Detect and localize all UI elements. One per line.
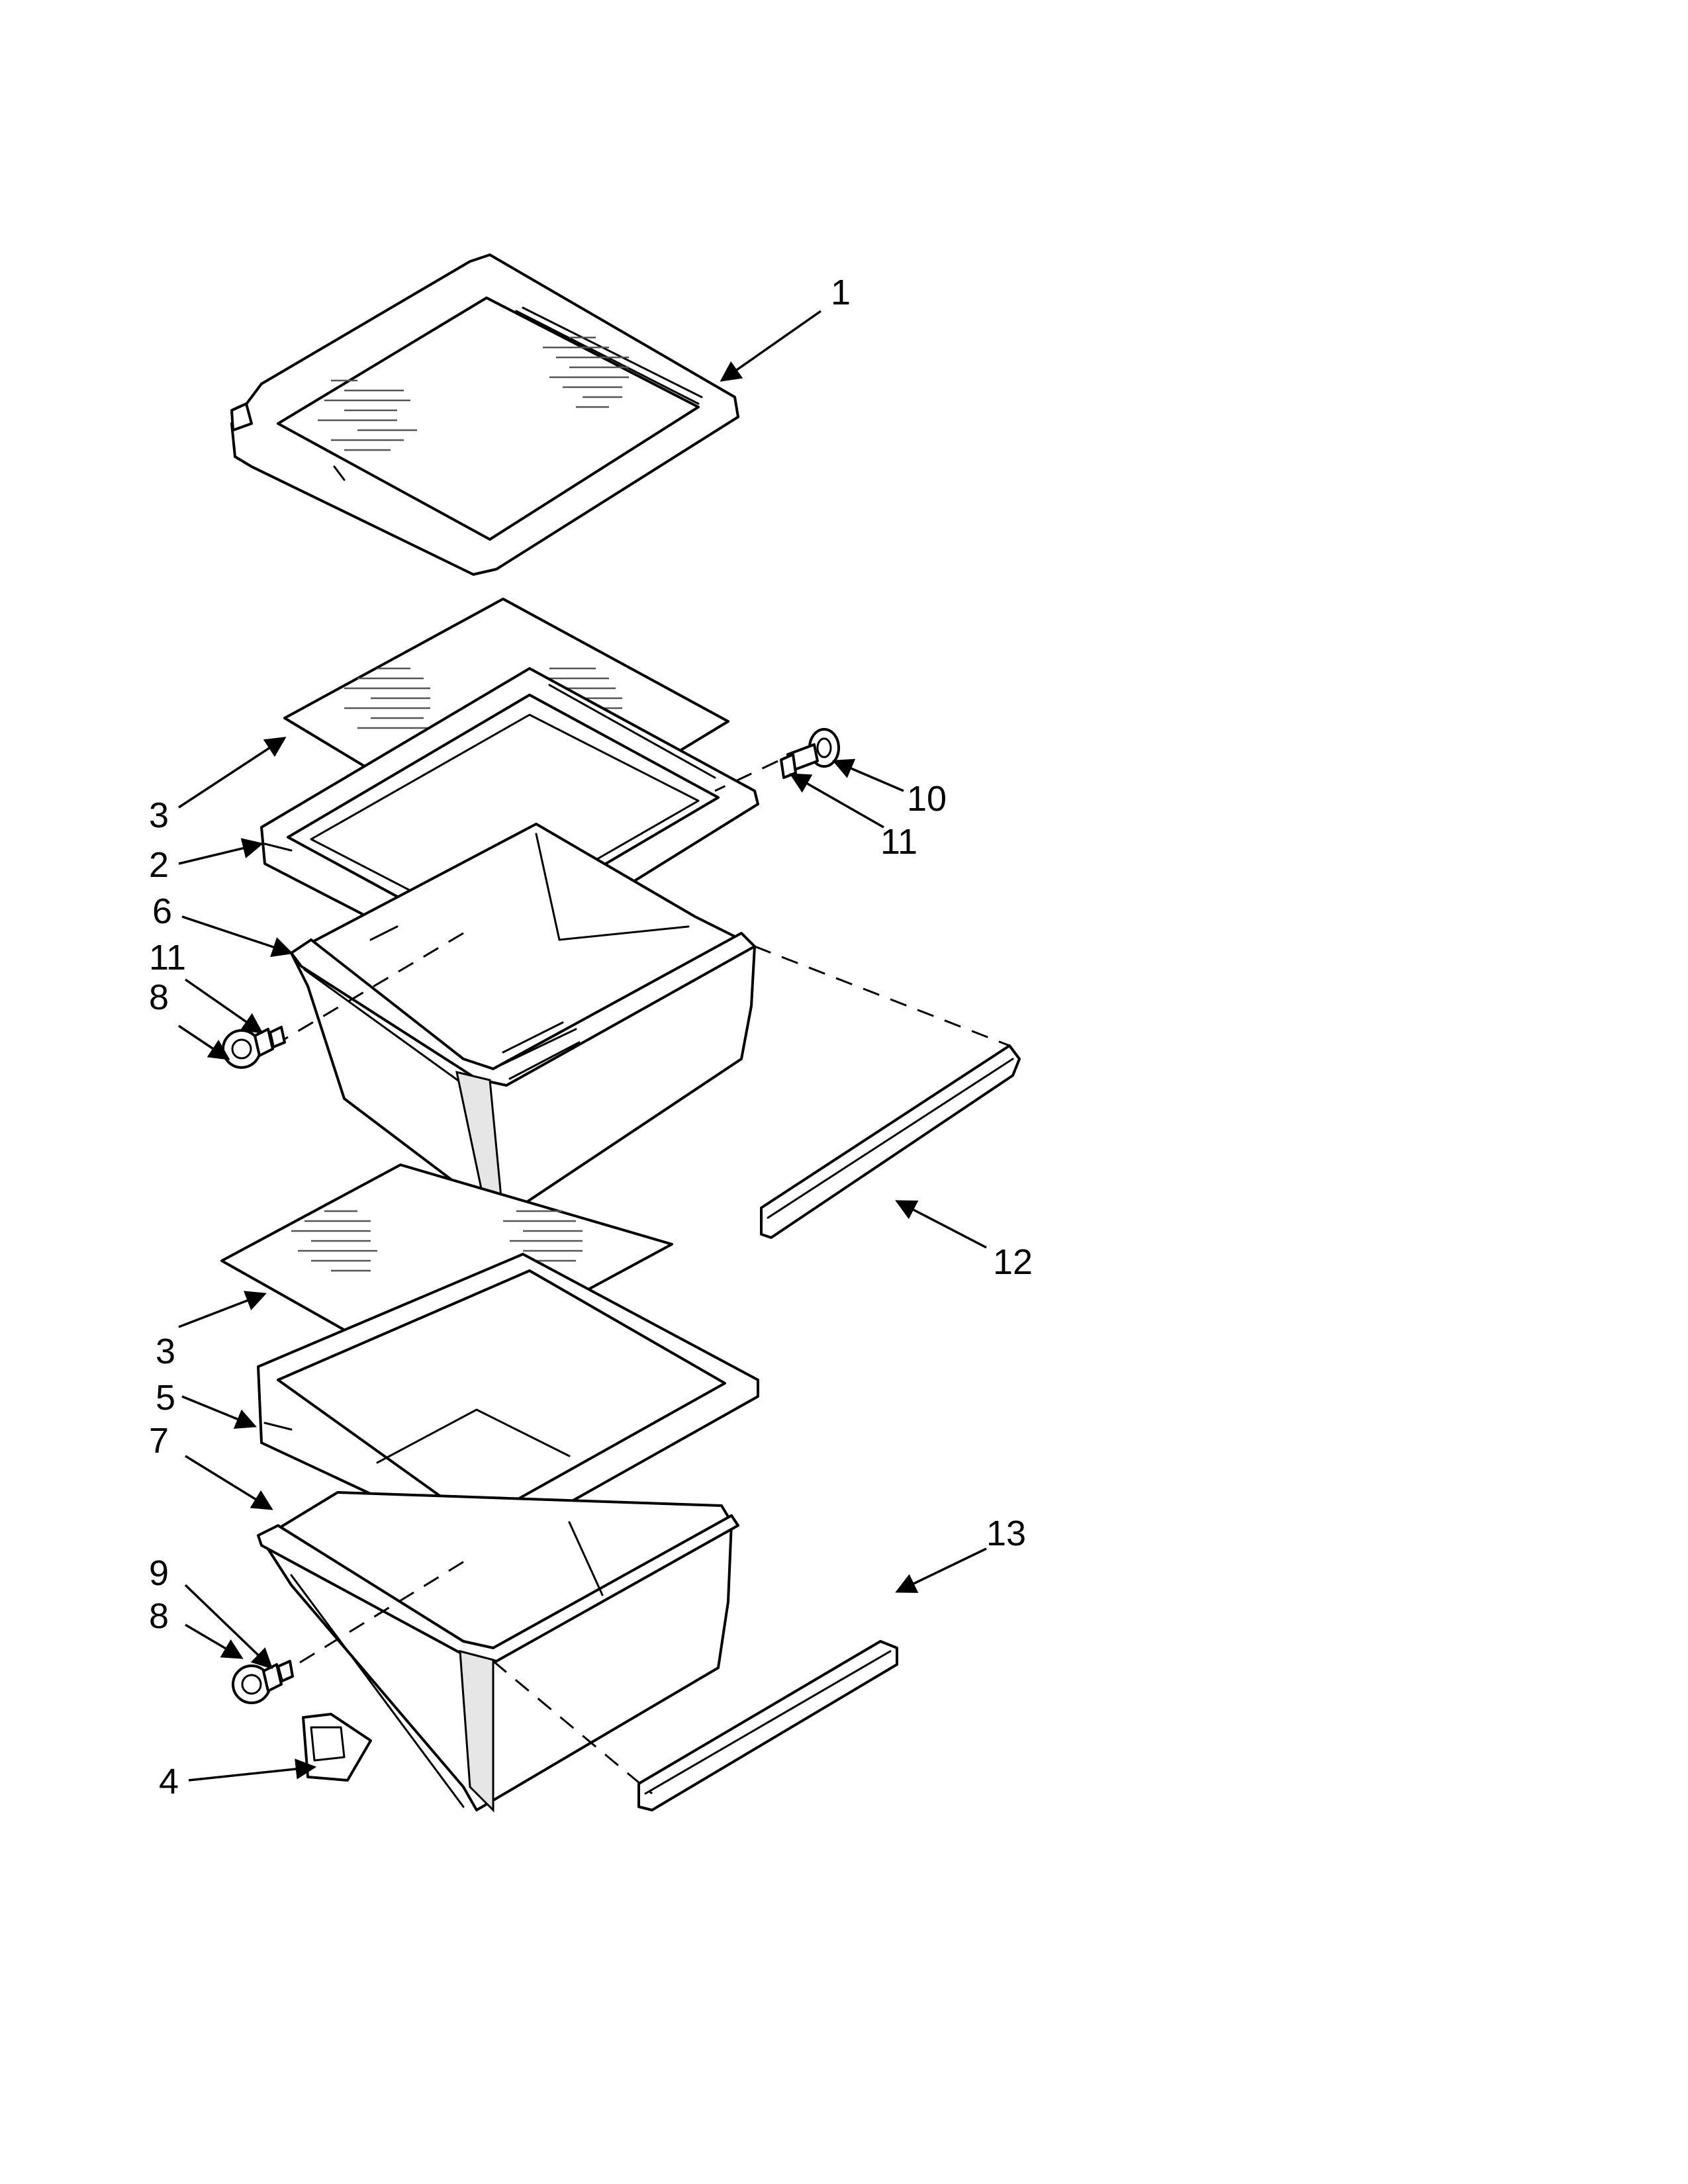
callout-8-upper: 8 — [149, 978, 169, 1017]
callout-4: 4 — [159, 1762, 179, 1801]
bracket — [302, 1713, 372, 1782]
alignment-lines — [284, 760, 1010, 1795]
callout-5: 5 — [156, 1378, 175, 1418]
callout-11-right: 11 — [880, 822, 917, 862]
drawer-trim-upper — [760, 1044, 1021, 1239]
callout-7: 7 — [149, 1421, 169, 1461]
crisper-frame-lower — [257, 1253, 759, 1547]
shelf-assembly — [230, 253, 739, 576]
drawer-trim-lower — [637, 1640, 898, 1811]
callout-8-lower: 8 — [149, 1596, 169, 1636]
callout-2: 2 — [149, 845, 169, 885]
callout-labels: 1 3 2 6 11 8 10 11 12 3 5 7 9 8 13 4 — [149, 273, 1033, 1801]
callout-10: 10 — [907, 779, 947, 819]
roller-and-screw-left-upper — [222, 1026, 286, 1069]
callout-1: 1 — [831, 273, 851, 312]
crisper-drawer-lower — [257, 1491, 739, 1813]
callout-6: 6 — [152, 891, 172, 931]
crisper-drawer-upper — [290, 823, 756, 1221]
callout-11-left: 11 — [149, 938, 186, 978]
roller-and-screw-left-lower — [232, 1660, 294, 1704]
glass-reflection — [318, 336, 629, 451]
roller-and-screw-upper — [780, 728, 840, 779]
callout-13: 13 — [986, 1514, 1026, 1553]
callout-3-lower: 3 — [156, 1332, 175, 1371]
leader-arrows — [178, 310, 987, 1782]
callout-9: 9 — [149, 1553, 169, 1593]
callout-3-upper: 3 — [149, 796, 169, 835]
callout-12: 12 — [993, 1242, 1033, 1282]
